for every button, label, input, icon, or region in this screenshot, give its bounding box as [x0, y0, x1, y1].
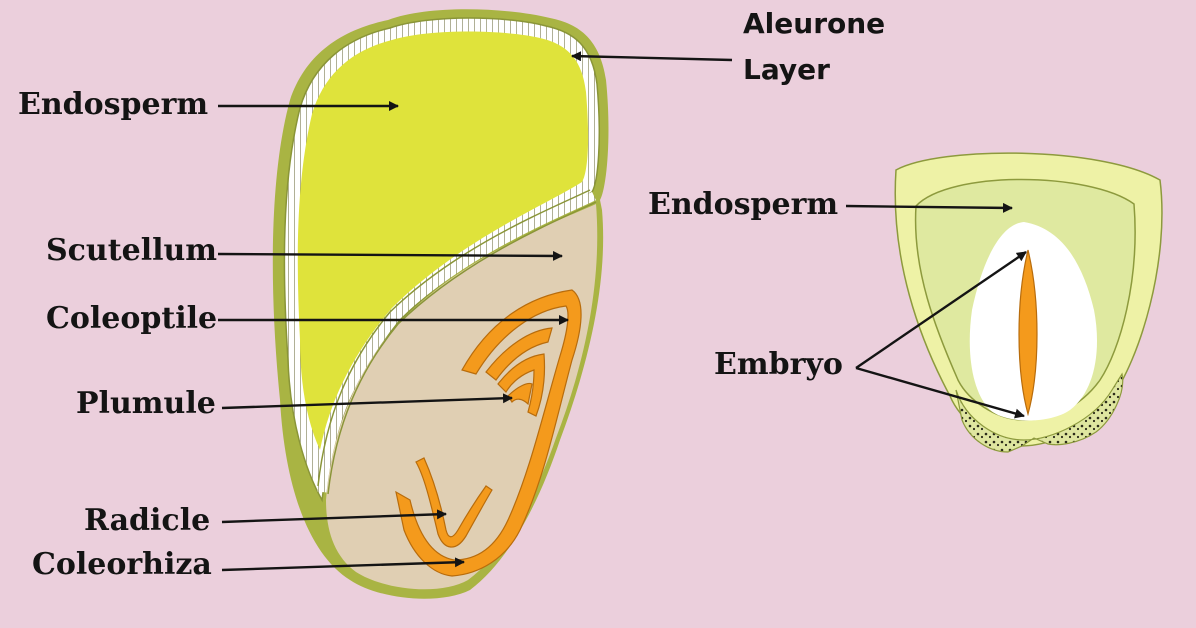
label-plumule: Plumule — [76, 386, 216, 421]
arrow-embryo-upper — [855, 251, 1027, 369]
label-endosperm-right: Endosperm — [648, 187, 839, 222]
arrow-aleurone — [571, 51, 733, 62]
arrow-endosperm-right — [845, 202, 1013, 213]
right-aleurone-dotted — [955, 372, 1124, 453]
label-coleoptile: Coleoptile — [46, 301, 218, 336]
arrow-embryo-lower — [855, 366, 1025, 419]
label-aleurone-line1: Aleurone — [743, 7, 886, 40]
plumule-shape — [485, 327, 553, 381]
left-arrows — [217, 51, 733, 572]
grain-longitudinal-section — [272, 9, 609, 599]
endosperm-region — [297, 31, 589, 450]
arrow-radicle — [221, 509, 447, 524]
right-arrows — [845, 202, 1027, 419]
arrow-coleorhiza — [221, 557, 465, 572]
grain-cross-section — [894, 152, 1163, 453]
label-endosperm-left: Endosperm — [18, 87, 209, 122]
label-aleurone-line2: Layer — [743, 53, 830, 86]
arrow-scutellum — [217, 250, 563, 261]
radicle-shape — [415, 457, 493, 548]
scutellum-border — [317, 191, 596, 493]
label-radicle: Radicle — [84, 503, 211, 538]
arrow-plumule — [221, 393, 513, 410]
right-embryo-shape — [1018, 249, 1038, 417]
label-scutellum: Scutellum — [46, 233, 218, 268]
label-coleorhiza: Coleorhiza — [32, 547, 212, 582]
coleoptile-shape — [395, 289, 582, 577]
label-embryo: Embryo — [714, 347, 843, 382]
